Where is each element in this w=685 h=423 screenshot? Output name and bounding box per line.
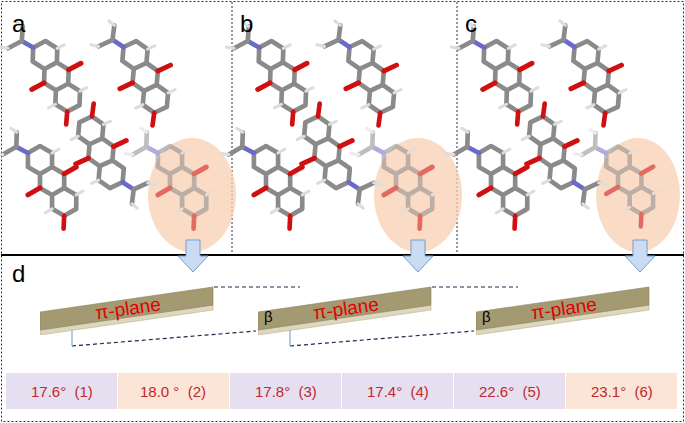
angle-symbol: β xyxy=(264,309,273,324)
angle-cell: 17.6° (1) xyxy=(6,373,117,409)
angle-value: 17.8° (3) xyxy=(255,384,317,399)
angle-cell: 23.1° (6) xyxy=(566,373,677,409)
angle-value: 22.6° (5) xyxy=(479,384,541,399)
angle-value: 17.4° (4) xyxy=(367,384,429,399)
angle-cell: 22.6° (5) xyxy=(454,373,565,409)
pi-plane-slab: π-plane xyxy=(40,285,215,335)
angle-cell: 17.8° (3) xyxy=(230,373,341,409)
angle-cell: 17.4° (4) xyxy=(342,373,453,409)
panel-letter: b xyxy=(240,12,253,36)
angle-value: 18.0 ° (2) xyxy=(140,384,206,399)
panel-letter: c xyxy=(465,12,477,36)
angle-value: 23.1° (6) xyxy=(591,384,653,399)
panel-letter: a xyxy=(12,12,25,36)
pi-plane-slab: βπ-plane xyxy=(476,285,651,335)
angle-cell: 18.0 ° (2) xyxy=(118,373,229,409)
angle-value: 17.6° (1) xyxy=(31,384,93,399)
panel-letter: d xyxy=(12,262,25,286)
angle-symbol: β xyxy=(482,309,491,324)
pi-plane-slab: βπ-plane xyxy=(258,285,433,335)
